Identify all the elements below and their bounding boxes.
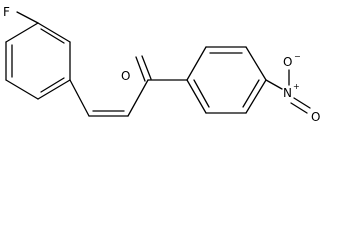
fluorine-label: F (3, 5, 10, 19)
nitro-nitrogen-charge: + (293, 82, 300, 91)
ring1-bond-6 (5, 22, 39, 43)
ring2-bond-4 (245, 79, 267, 114)
ring1-to-alkene-bond (69, 79, 90, 117)
ring1-bond-1 (37, 22, 71, 43)
nitro-oxygen-double-label: O (311, 110, 320, 124)
c-n-bond (265, 79, 283, 90)
c-f-bond (16, 11, 39, 24)
nitro-group: N + O − O (265, 52, 320, 124)
nitro-oxygen-charge: − (294, 52, 301, 61)
ring2-double-2 (242, 79, 260, 108)
n-o-double-bond-1 (293, 97, 311, 109)
carbonyl-double-bond-1 (135, 56, 146, 82)
ring2-double-3 (193, 79, 210, 108)
carbonyl-group: O (121, 55, 152, 83)
ring2-bond-6 (186, 79, 207, 114)
ring1-double-1 (40, 28, 65, 44)
carbonyl-double-bond-2 (141, 55, 152, 80)
ring1-bond-3 (37, 79, 71, 100)
ring2-bond-1 (186, 46, 207, 81)
chemical-structure: F O N + O − O (3, 5, 320, 124)
fluorophenyl-ring (5, 22, 71, 100)
nitro-nitrogen-label: N (283, 86, 292, 100)
n-o-double-bond-2 (290, 102, 308, 114)
ring2-bond-3 (245, 46, 267, 81)
alkene-linker (69, 79, 149, 117)
alkene-to-carbonyl-bond (127, 79, 149, 117)
ring1-double-2 (40, 77, 65, 93)
ring1-bond-4 (5, 79, 39, 100)
nitrophenyl-ring (186, 46, 267, 114)
carbonyl-oxygen-label: O (121, 69, 130, 83)
nitro-oxygen-single-label: O (283, 55, 292, 69)
